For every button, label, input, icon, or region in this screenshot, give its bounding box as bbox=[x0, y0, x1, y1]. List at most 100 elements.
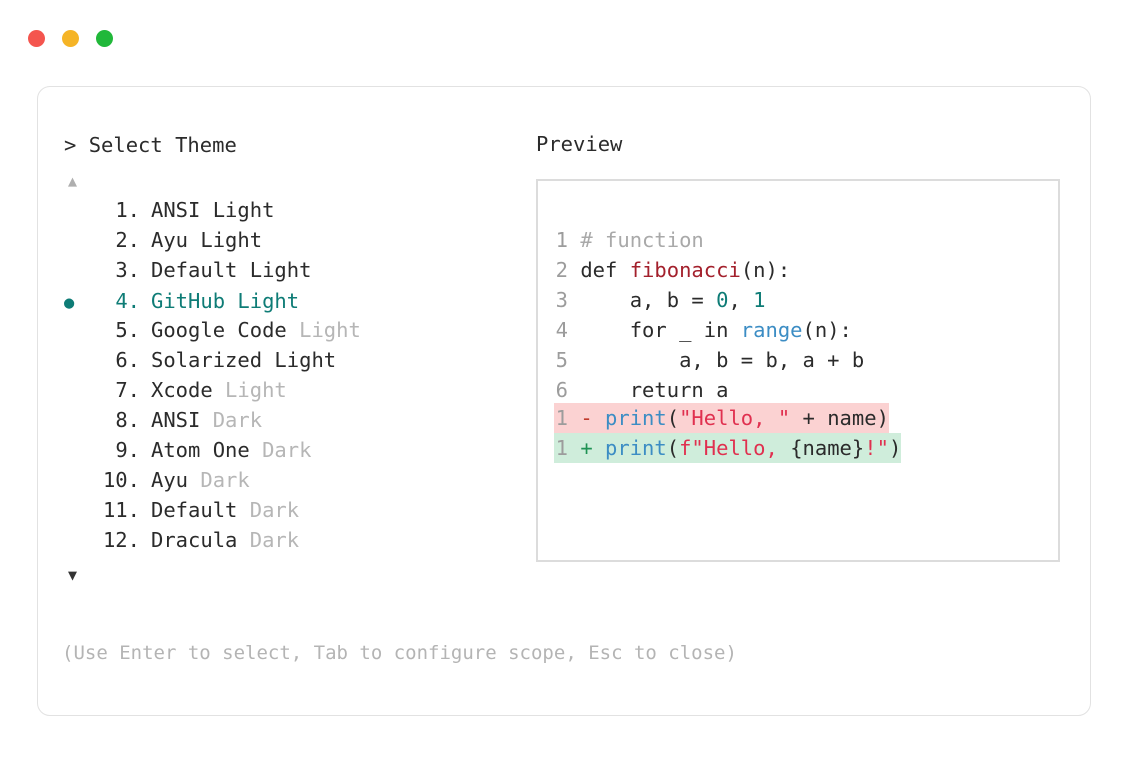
theme-item-number: 11. bbox=[102, 498, 140, 522]
code-token: !" bbox=[864, 436, 889, 460]
code-token: ) bbox=[888, 436, 902, 460]
theme-item-name: Ayu Light bbox=[151, 228, 263, 252]
code-token: {name} bbox=[790, 436, 865, 460]
gutter-space bbox=[568, 378, 580, 402]
window-traffic-lights bbox=[28, 30, 113, 47]
code-token: return a bbox=[580, 378, 729, 402]
theme-item-variant-tag: Light bbox=[212, 378, 287, 402]
theme-item-name: ANSI Light bbox=[151, 198, 275, 222]
theme-item-variant-tag: Dark bbox=[237, 498, 300, 522]
theme-item-name: GitHub Light bbox=[151, 289, 300, 313]
gutter-space bbox=[568, 348, 580, 372]
theme-item-name: Dracula bbox=[151, 528, 238, 552]
gutter-space bbox=[568, 288, 580, 312]
code-token: (n): bbox=[740, 258, 791, 282]
line-number: 4 bbox=[555, 318, 568, 342]
code-token: print bbox=[605, 436, 667, 460]
code-token: def bbox=[580, 258, 630, 282]
code-token: # function bbox=[580, 228, 704, 252]
keyboard-hint-text: (Use Enter to select, Tab to configure s… bbox=[62, 642, 737, 664]
theme-list-item[interactable]: ● 4. GitHub Light bbox=[64, 288, 534, 318]
scroll-down-arrow-icon[interactable]: ▼ bbox=[68, 566, 78, 584]
theme-list-item[interactable]: 7. Xcode Light bbox=[64, 378, 534, 408]
theme-item-name: Xcode bbox=[151, 378, 213, 402]
code-token: (n): bbox=[802, 318, 852, 342]
page-title bbox=[76, 133, 88, 157]
theme-item-name: ANSI bbox=[151, 408, 201, 432]
close-button[interactable] bbox=[28, 30, 45, 47]
theme-item-number: 10. bbox=[102, 468, 140, 492]
code-line: 1 # function bbox=[554, 225, 864, 255]
code-token: a, b = bbox=[580, 288, 717, 312]
theme-item-name: Solarized Light bbox=[151, 348, 337, 372]
theme-list-item[interactable]: 12.Dracula Dark bbox=[64, 528, 534, 558]
line-number: 6 bbox=[555, 378, 568, 402]
theme-item-variant-tag: Dark bbox=[200, 408, 263, 432]
diff-line-minus: 1 - print("Hello, " + name) bbox=[554, 403, 889, 433]
line-number: 1 bbox=[555, 436, 568, 460]
theme-item-name: Default Light bbox=[151, 258, 312, 282]
code-token: 1 bbox=[753, 288, 766, 312]
code-token: a, b = b, a + b bbox=[580, 348, 865, 372]
code-line: 4 for _ in range(n): bbox=[554, 315, 864, 345]
code-line: 6 return a bbox=[554, 375, 864, 405]
code-token: fibonacci bbox=[629, 258, 741, 282]
diff-sign: + bbox=[568, 436, 606, 460]
theme-list-item[interactable]: 2. Ayu Light bbox=[64, 228, 534, 258]
theme-item-number: 6. bbox=[115, 348, 140, 372]
theme-list-item[interactable]: 11. Default Dark bbox=[64, 498, 534, 528]
theme-list-item[interactable]: 8. ANSI Dark bbox=[64, 408, 534, 438]
prompt-caret-icon: > bbox=[64, 133, 77, 157]
theme-item-name: Default bbox=[151, 498, 238, 522]
code-token: f"Hello, bbox=[679, 436, 791, 460]
line-number: 3 bbox=[555, 288, 568, 312]
theme-item-variant-tag: Dark bbox=[188, 468, 250, 492]
line-number: 1 bbox=[555, 228, 568, 252]
theme-item-number: 2. bbox=[115, 228, 140, 252]
line-number: 2 bbox=[555, 258, 568, 282]
theme-item-number: 3. bbox=[115, 258, 140, 282]
diff-line-plus: 1 + print(f"Hello, {name}!") bbox=[554, 433, 902, 463]
gutter-space bbox=[568, 258, 580, 282]
theme-list-item[interactable]: 10. Ayu Dark bbox=[64, 468, 534, 498]
code-line: 3 a, b = 0, 1 bbox=[554, 285, 864, 315]
selected-bullet-icon: ● bbox=[64, 293, 75, 313]
scroll-up-arrow-icon[interactable]: ▲ bbox=[68, 172, 78, 190]
code-token: , bbox=[728, 288, 754, 312]
code-token: range bbox=[740, 318, 803, 342]
theme-item-number: 5. bbox=[115, 318, 140, 342]
code-token: 0 bbox=[716, 288, 729, 312]
theme-list-item[interactable]: 3. Default Light bbox=[64, 258, 534, 288]
theme-item-variant-tag: Dark bbox=[249, 438, 312, 462]
code-line: 5 a, b = b, a + b bbox=[554, 345, 865, 375]
gutter-space bbox=[568, 318, 580, 342]
code-token: print bbox=[605, 406, 667, 430]
theme-list-item[interactable]: 9.Atom One Dark bbox=[64, 438, 534, 468]
preview-label: Preview bbox=[536, 132, 623, 156]
code-token: ( bbox=[666, 436, 680, 460]
select-theme-label: Select Theme bbox=[88, 133, 237, 157]
theme-list-item[interactable]: 5. Google Code Light bbox=[64, 318, 534, 348]
theme-item-name: Atom One bbox=[151, 438, 250, 462]
theme-item-name: Google Code bbox=[151, 318, 287, 342]
theme-item-number: 7. bbox=[115, 378, 140, 402]
line-number: 1 bbox=[555, 406, 568, 430]
minimize-button[interactable] bbox=[62, 30, 79, 47]
theme-item-variant-tag: Light bbox=[286, 318, 361, 342]
code-token: for _ in bbox=[580, 318, 741, 342]
select-theme-prompt: > Select Theme bbox=[64, 132, 534, 158]
theme-item-number: 4. bbox=[115, 289, 140, 313]
code-token: + name) bbox=[790, 406, 889, 430]
gutter-space bbox=[568, 228, 580, 252]
theme-list-item[interactable]: 1.ANSI Light bbox=[64, 198, 534, 228]
code-line: 2 def fibonacci(n): bbox=[554, 255, 864, 285]
theme-item-name: Ayu bbox=[151, 468, 189, 492]
theme-item-number: 8. bbox=[115, 408, 140, 432]
theme-list-item[interactable]: 6. Solarized Light bbox=[64, 348, 534, 378]
maximize-button[interactable] bbox=[96, 30, 113, 47]
theme-item-number: 12. bbox=[102, 528, 140, 552]
